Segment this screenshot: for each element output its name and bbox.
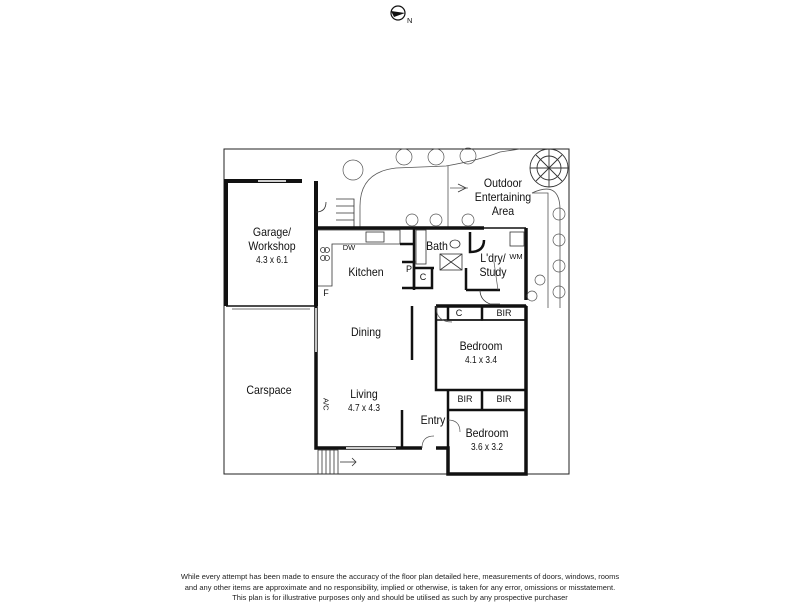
laundry-label: L'dry/ Study [471, 251, 515, 280]
kitchen-label: Kitchen [348, 265, 384, 279]
disclaimer-line2: and any other items are approximate and … [184, 582, 616, 592]
large-tree [529, 148, 569, 188]
living-label: Living 4.7 x 4.3 [336, 387, 392, 414]
cupboard-label: C [419, 272, 427, 282]
living-name: Living [350, 387, 378, 401]
bedroom2-label: Bedroom 3.6 x 3.2 [458, 426, 516, 453]
bedroom1-name: Bedroom [459, 339, 503, 353]
door-swings [421, 261, 499, 449]
robes [447, 305, 527, 411]
outdoor-line2: Entertaining [474, 189, 532, 204]
washing-machine-label: WM [509, 252, 523, 261]
laundry-fixtures [479, 231, 525, 305]
front-steps [317, 449, 357, 475]
bedroom2-name: Bedroom [465, 426, 509, 440]
garage-name-line2: Workshop [248, 238, 296, 253]
garage-label: Garage/ Workshop 4.3 x 6.1 [233, 225, 310, 266]
disclaimer-line3: This plan is for illustrative purposes o… [232, 593, 568, 602]
robe-label-1: BIR [496, 308, 512, 318]
shrubs [342, 147, 566, 302]
compass-north-label: N [407, 16, 413, 25]
robe-label-2: BIR [457, 394, 473, 404]
site-boundary [223, 148, 570, 475]
outdoor-line3: Area [491, 203, 515, 218]
garage-steps [315, 198, 355, 228]
bedroom1-dims: 4.1 x 3.4 [465, 353, 497, 366]
living-dims: 4.7 x 4.3 [348, 401, 380, 414]
dishwasher-label: DW [342, 243, 356, 252]
laundry-name-line1: L'dry/ [480, 251, 506, 265]
carspace-label: Carspace [246, 383, 292, 397]
entry-label: Entry [420, 413, 446, 427]
robe-label-3: BIR [496, 394, 512, 404]
kitchen-bench [318, 229, 401, 287]
outdoor-line1: Outdoor [483, 176, 523, 190]
pantry-label: P [405, 264, 412, 274]
disclaimer: While every attempt has been made to ens… [0, 572, 800, 604]
bath-fixtures [415, 229, 463, 271]
bedroom-cupboard-label: C [455, 308, 463, 318]
compass-icon [390, 5, 406, 21]
outdoor-label: Outdoor Entertaining Area [474, 176, 532, 218]
bedroom2-dims: 3.6 x 3.2 [471, 440, 503, 453]
garage-name-line1: Garage/ [252, 225, 292, 239]
bath-label: Bath [426, 239, 448, 253]
garage-dims: 4.3 x 6.1 [256, 253, 288, 266]
laundry-name-line2: Study [479, 264, 507, 279]
compass: N [385, 3, 415, 29]
bedroom1-label: Bedroom 4.1 x 3.4 [452, 339, 510, 366]
outdoor-path [359, 148, 561, 308]
dining-label: Dining [351, 325, 381, 339]
disclaimer-line1: While every attempt has been made to ens… [180, 572, 620, 581]
fridge-label: F [323, 288, 329, 298]
air-conditioner-label: A/C [321, 398, 331, 411]
